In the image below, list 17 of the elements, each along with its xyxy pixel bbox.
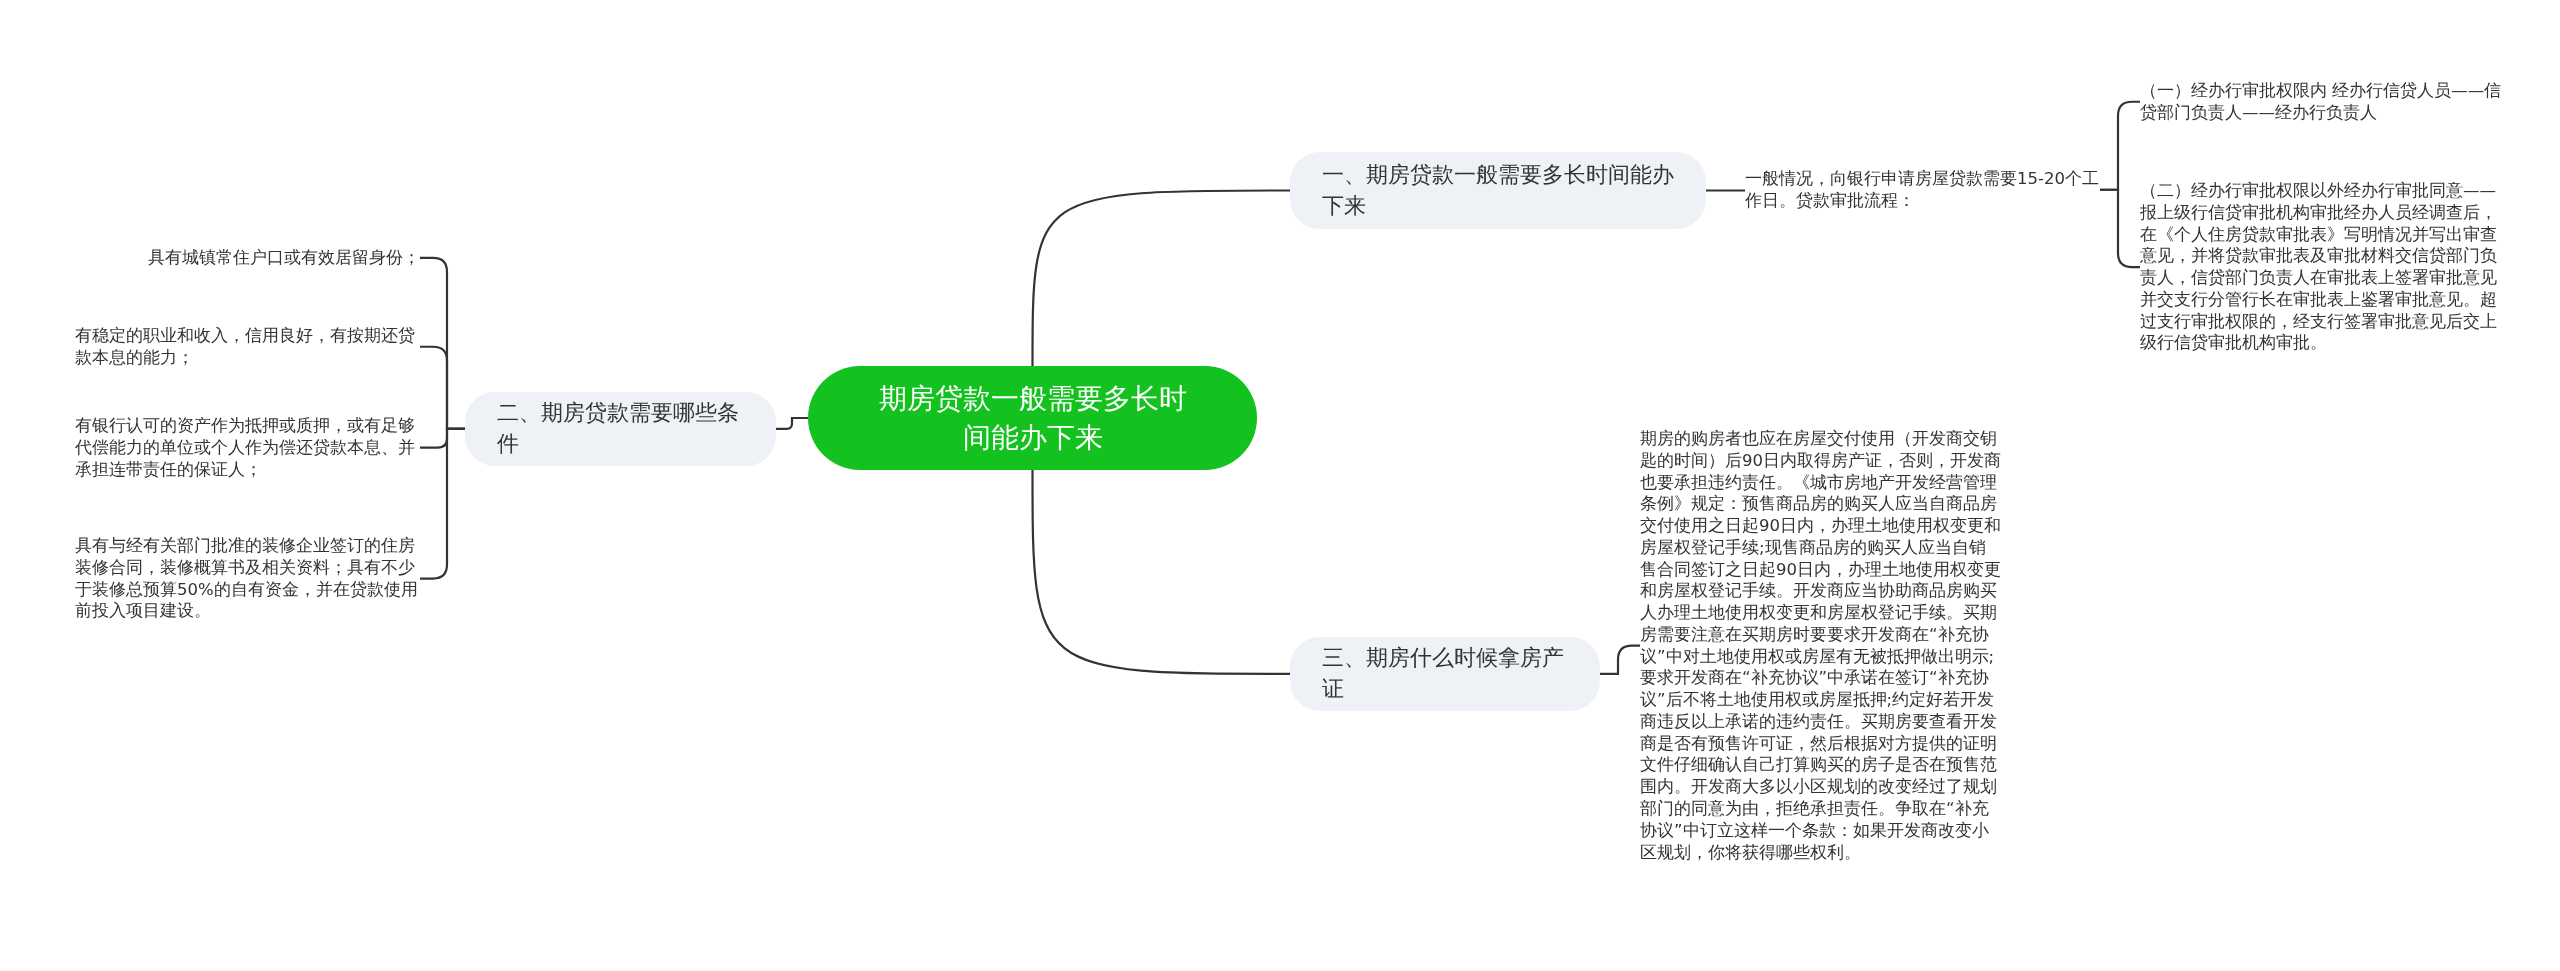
note-text: 有银行认可的资产作为抵押或质押，或有足够代偿能力的单位或个人作为偿还贷款本息、并承担连带责任的保证人； (75, 415, 420, 481)
connector (776, 416, 808, 430)
note-text: 具有与经有关部门批准的装修企业签订的住房装修合同，装修概算书及相关资料；具有不少于装修总预算50%的自有资金，并在贷款使用前投入项目建设。 (75, 535, 420, 623)
note-text: （一）经办行审批权限内 经办行信贷人员——信贷部门负责人——经办行负责人 (2140, 80, 2505, 124)
connector (1031, 189, 1290, 366)
central-topic: 期房贷款一般需要多长时间能办下来 (808, 366, 1257, 470)
connector (1600, 644, 1640, 675)
topic-pill: 二、期房贷款需要哪些条件 (465, 392, 776, 466)
note-text: 有稳定的职业和收入，信用良好，有按期还贷款本息的能力； (75, 325, 420, 369)
topic-pill: 一、期房贷款一般需要多长时间能办下来 (1290, 152, 1706, 229)
note-text: 具有城镇常住户口或有效居留身份； (148, 247, 420, 269)
note-text: 一般情况，向银行申请房屋贷款需要15-20个工作日。贷款审批流程： (1745, 168, 2100, 212)
connector (1031, 470, 1290, 675)
note-text: 期房的购房者也应在房屋交付使用（开发商交钥匙的时间）后90日内取得房产证，否则，开发商也要承担违约责任。《城市房地产开发经营管理条例》规定：预售商品房的购买人应当自商品房交付使用之日起90日内，办理土地使用权变更和房屋权登记手续;现售商品房的购买人应当自销售合同签订之日起90日内，办理土地使用权变更和房屋权登记手续。开发商应当协助商品房购买人办理土地使用权变更和房屋权登记手续。买期房需要注意在买期房时要要求开发商在“补充协议”中对土地使用权或房屋有无被抵押做出明示;要求开发商在“补充协议”中承诺在签订“补充协议”后不将土地使用权或房屋抵押;约定好若开发商违反以上承诺的违约责任。买期房要查看开发商是否有预售许可证，然后根据对方提供的证明文件仔细确认自己打算购买的房子是否在预售范围内。开发商大多以小区规划的改变经过了规划部门的同意为由，拒绝承担责任。争取在“补充协议”中订立这样一个条款：如果开发商改变小区规划，你将获得哪些权利。 (1640, 428, 2002, 864)
connector (1706, 189, 1745, 192)
topic-pill: 三、期房什么时候拿房产证 (1290, 637, 1600, 711)
note-text: （二）经办行审批权限以外经办行审批同意——报上级行信贷审批机构审批经办人员经调查后，在《个人住房贷款审批表》写明情况并写出审查意见，并将贷款审批表及审批材料交信贷部门负责人，信贷部门负责人在审批表上签署审批意见并交支行分管行长在审批表上鉴署审批意见。超过支行审批权限的，经支行签署审批意见后交上级行信贷审批机构审批。 (2140, 180, 2505, 355)
